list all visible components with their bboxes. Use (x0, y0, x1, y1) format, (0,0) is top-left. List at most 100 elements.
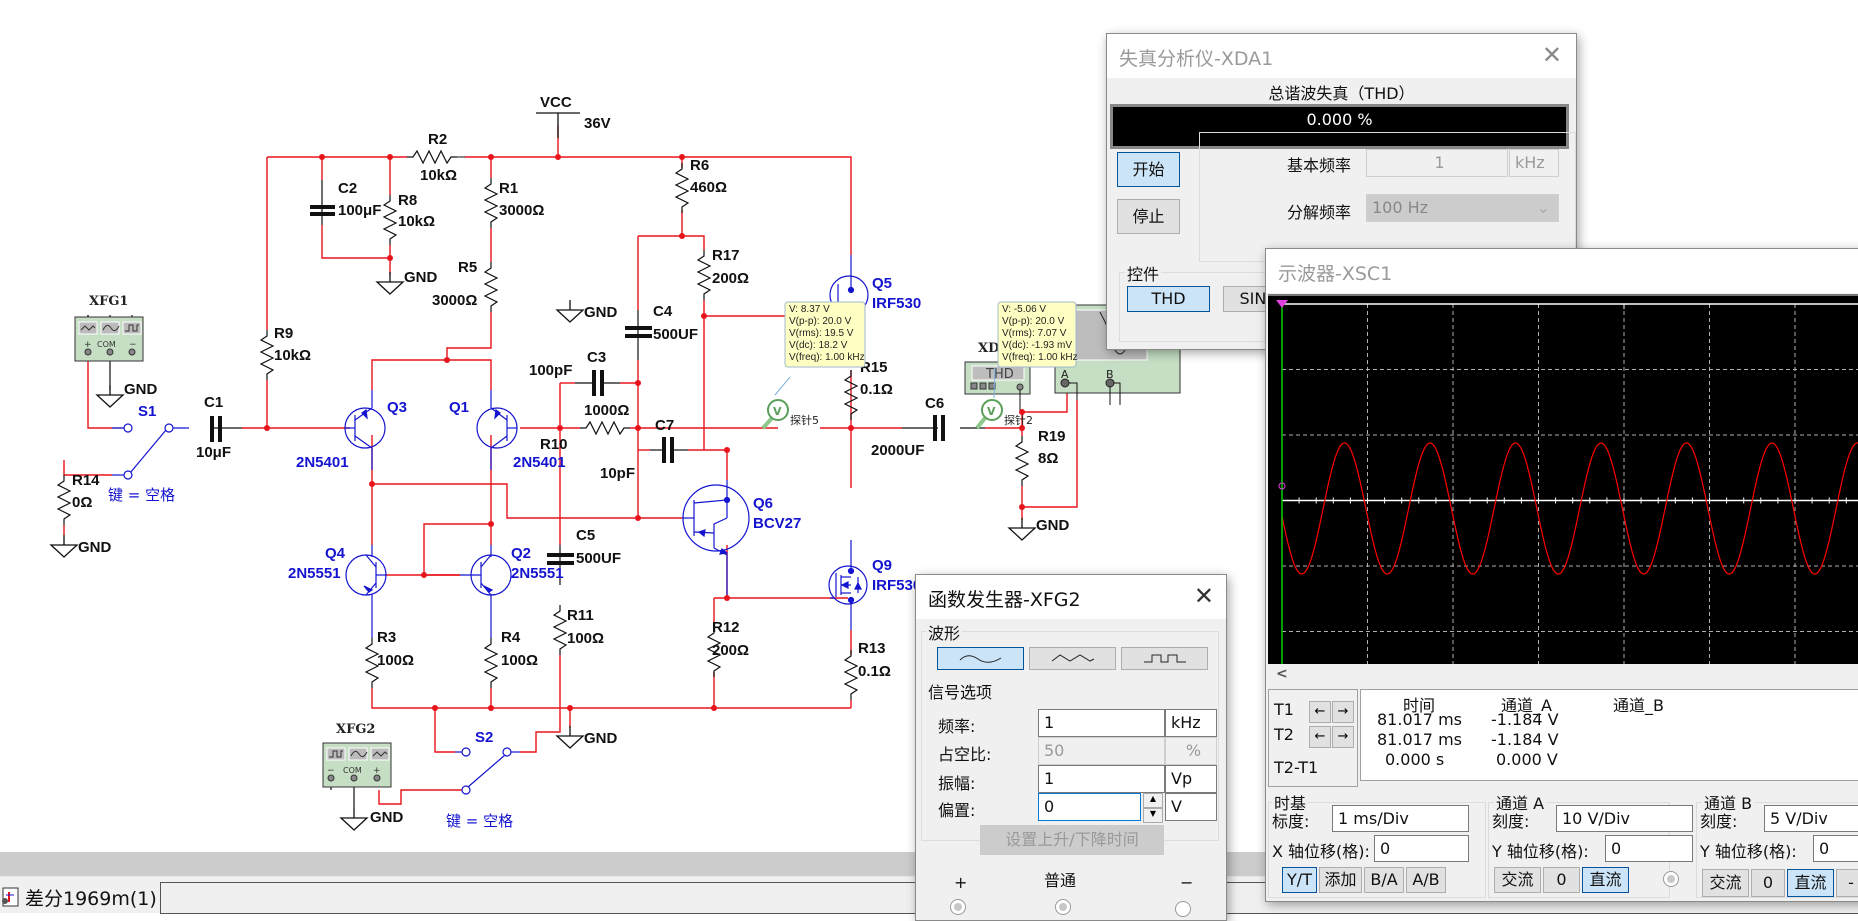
rise-fall-time-button[interactable]: 设置上升/下降时间 (980, 825, 1164, 855)
q5-model: IRF530 (872, 295, 921, 312)
frequency-unit[interactable]: kHz (1165, 709, 1217, 737)
amplitude-input[interactable]: 1 (1038, 765, 1165, 793)
timebase-scale-input[interactable]: 1 ms/Div (1332, 805, 1469, 832)
resistor-r6[interactable] (675, 162, 689, 214)
probe-2-line: V(p-p): 20.0 V (1002, 316, 1065, 327)
resistor-r1[interactable] (484, 177, 498, 229)
thd-mode-button[interactable]: THD (1127, 286, 1210, 312)
fundamental-freq-input[interactable]: 1 (1366, 149, 1508, 177)
document-tab[interactable]: 差分1969m(1) * (0, 881, 178, 913)
resolution-freq-select[interactable]: 100 Hz ⌄ (1366, 194, 1559, 222)
resistor-r13[interactable] (844, 649, 858, 701)
vcc-value: 36V (584, 115, 611, 132)
t2-right-arrow-icon[interactable]: → (1332, 726, 1354, 748)
channel-b-dc-button[interactable]: 直流 (1787, 869, 1834, 897)
capacitor-c2[interactable] (310, 205, 335, 216)
resistor-r8[interactable] (383, 194, 397, 246)
resistor-r10[interactable] (579, 421, 631, 435)
channel-a-ypos-input[interactable]: 0 (1605, 835, 1693, 862)
capacitor-c5[interactable] (547, 553, 574, 565)
offset-input[interactable]: 0 (1038, 793, 1141, 821)
mode-ab-button[interactable]: A/B (1406, 867, 1446, 893)
xfg1-symbol[interactable]: + COM − (74, 316, 144, 362)
t2-left-arrow-icon[interactable]: ← (1309, 726, 1331, 748)
transistor-q9[interactable] (828, 540, 868, 630)
square-wave-button[interactable] (1121, 647, 1208, 670)
xda1-symbol[interactable]: THD (964, 361, 1031, 412)
amplitude-unit[interactable]: Vp (1165, 765, 1217, 793)
minus-terminal-label: − (1180, 873, 1194, 892)
channel-b-scale-input[interactable]: 5 V/Div (1764, 805, 1858, 832)
r12-value: 200Ω (712, 642, 749, 659)
channel-b-zero-button[interactable]: 0 (1751, 869, 1785, 897)
resistor-r2[interactable] (406, 150, 465, 164)
channel-b-minus-button[interactable]: - (1836, 869, 1858, 897)
x-position-input[interactable]: 0 (1374, 835, 1469, 862)
channel-a-radio[interactable] (1663, 871, 1679, 887)
probe-2[interactable]: V 探针2 V: -5.06 V V(p-p): 20.0 V V(rms): … (975, 301, 1078, 430)
channel-a-zero-button[interactable]: 0 (1543, 867, 1580, 893)
channel-a-ac-button[interactable]: 交流 (1494, 867, 1541, 893)
dialog-titlebar[interactable]: 失真分析仪-XDA1 ✕ (1107, 34, 1576, 78)
resistor-r4[interactable] (484, 637, 498, 689)
transistor-q4[interactable] (345, 545, 387, 638)
scroll-left-icon[interactable]: < (1276, 666, 1288, 682)
common-terminal-radio[interactable] (1055, 899, 1071, 915)
capacitor-c4[interactable] (625, 326, 652, 338)
offset-spinner[interactable]: ▲ ▼ (1143, 793, 1163, 823)
transistor-q3[interactable] (344, 390, 386, 470)
channel-a-dc-button[interactable]: 直流 (1582, 867, 1629, 893)
q1-model: 2N5401 (513, 454, 566, 471)
channel-b-ypos-input[interactable]: 0 (1813, 835, 1858, 862)
minus-terminal-radio[interactable] (1175, 901, 1191, 917)
xfg2-symbol[interactable]: − COM + (322, 742, 392, 788)
plus-terminal-radio[interactable] (950, 899, 966, 915)
document-tab-label: 差分1969m(1) * (25, 887, 173, 910)
dialog-titlebar[interactable]: 函数发生器-XFG2 ✕ (916, 575, 1226, 619)
mode-ba-button[interactable]: B/A (1364, 867, 1404, 893)
triangle-wave-button[interactable] (1029, 647, 1116, 670)
fundamental-freq-unit: kHz (1509, 149, 1559, 177)
channel-a-scale-input[interactable]: 10 V/Div (1556, 805, 1693, 832)
switch-s2[interactable] (455, 747, 520, 795)
resistor-r5[interactable] (484, 261, 498, 313)
close-icon[interactable]: ✕ (1193, 582, 1214, 610)
stop-button[interactable]: 停止 (1117, 199, 1180, 234)
t1-left-arrow-icon[interactable]: ← (1309, 701, 1331, 723)
spin-down-icon[interactable]: ▼ (1143, 808, 1163, 823)
dialog-titlebar[interactable]: 示波器-XSC1 (1266, 249, 1858, 293)
waveform-label: 波形 (926, 620, 963, 644)
r19-value: 8Ω (1038, 450, 1058, 467)
sine-wave-button[interactable] (937, 647, 1024, 670)
cursor-t1-handle[interactable] (1276, 300, 1288, 308)
transistor-q2[interactable] (460, 545, 512, 638)
spin-up-icon[interactable]: ▲ (1143, 793, 1163, 808)
channel-b-ac-button[interactable]: 交流 (1702, 869, 1749, 897)
duty-cycle-input[interactable]: 50 (1038, 737, 1165, 765)
q2-model: 2N5551 (511, 565, 564, 582)
resistor-r19[interactable] (1015, 435, 1029, 487)
transistor-q1[interactable] (476, 390, 518, 470)
mode-yt-button[interactable]: Y/T (1282, 867, 1317, 893)
start-button[interactable]: 开始 (1117, 152, 1180, 187)
capacitor-c7[interactable] (650, 437, 688, 463)
resistor-r14[interactable] (57, 474, 71, 526)
close-icon[interactable]: ✕ (1541, 41, 1562, 69)
horizontal-scrollbar[interactable]: < (1268, 664, 1858, 688)
frequency-input[interactable]: 1 (1038, 709, 1165, 737)
probe-5[interactable]: V 探针5 V: 8.37 V V(p-p): 20.0 V V(rms): 1… (761, 301, 866, 430)
switch-s1[interactable] (112, 423, 189, 480)
resistor-r11[interactable] (553, 604, 567, 656)
capacitor-c6[interactable] (933, 415, 945, 441)
capacitor-c1[interactable] (128, 416, 222, 442)
mode-add-button[interactable]: 添加 (1319, 867, 1362, 893)
transistor-q6[interactable] (682, 480, 750, 598)
frequency-label: 频率: (938, 717, 976, 736)
probe-5-line: V(rms): 19.5 V (789, 328, 854, 339)
offset-unit[interactable]: V (1165, 793, 1217, 821)
capacitor-c3[interactable] (575, 370, 620, 396)
t1-right-arrow-icon[interactable]: → (1332, 701, 1354, 723)
scope-screen[interactable] (1268, 294, 1858, 664)
resistor-r17[interactable] (697, 249, 711, 301)
resistor-r9[interactable] (260, 329, 274, 381)
